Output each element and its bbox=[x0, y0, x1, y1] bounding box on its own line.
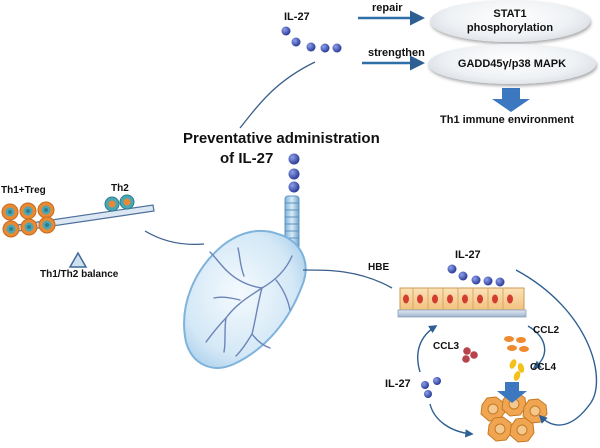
th1-immune-environment-label: Th1 immune environment bbox=[440, 114, 574, 126]
ccl3-label: CCL3 bbox=[433, 341, 460, 352]
ccl3-molecules bbox=[462, 347, 478, 363]
th2-label: Th2 bbox=[111, 183, 129, 194]
stat1-phosphorylation-node: STAT1 phosphorylation bbox=[430, 0, 590, 42]
hbe-label: HBE bbox=[368, 262, 390, 273]
repair-label: repair bbox=[372, 2, 403, 14]
th1-treg-cells bbox=[1, 201, 56, 238]
cluster-arrow bbox=[497, 382, 527, 403]
lung-illustration bbox=[183, 195, 307, 369]
ccl4-molecules bbox=[509, 359, 525, 381]
gadd45-label: GADD45γ/p38 MAPK bbox=[457, 58, 567, 70]
admin-title-line2: of IL-27 bbox=[220, 150, 274, 167]
stat1-label: STAT1 phosphorylation bbox=[466, 8, 554, 34]
down-arrow bbox=[492, 88, 530, 112]
feedback-arrows bbox=[417, 269, 598, 438]
strengthen-label: strengthen bbox=[368, 47, 425, 59]
ccl2-molecules bbox=[504, 336, 529, 352]
il27-label-hbe: IL-27 bbox=[455, 249, 481, 261]
il27-dots-inhaled bbox=[288, 153, 300, 193]
il27-dots-hbe bbox=[447, 264, 505, 287]
admin-curve bbox=[239, 61, 316, 129]
signal-arrows bbox=[358, 10, 425, 71]
balance-label: Th1/Th2 balance bbox=[40, 269, 119, 280]
th2-cells bbox=[104, 194, 135, 212]
admin-title-line1: Preventative administration bbox=[183, 130, 380, 147]
lung-to-balance-line bbox=[144, 230, 205, 246]
hbe-epithelium bbox=[397, 287, 527, 318]
th1-treg-label: Th1+Treg bbox=[1, 185, 46, 196]
il27-dots-bottom bbox=[421, 377, 441, 398]
ccl2-label: CCL2 bbox=[533, 325, 560, 336]
lung-to-hbe-line bbox=[302, 269, 393, 289]
gadd45-node: GADD45γ/p38 MAPK bbox=[428, 44, 596, 84]
ccl4-label: CCL4 bbox=[530, 362, 557, 373]
il27-label-top: IL-27 bbox=[284, 11, 310, 23]
il27-label-bottom: IL-27 bbox=[385, 378, 411, 390]
il27-dots-top bbox=[281, 26, 342, 53]
